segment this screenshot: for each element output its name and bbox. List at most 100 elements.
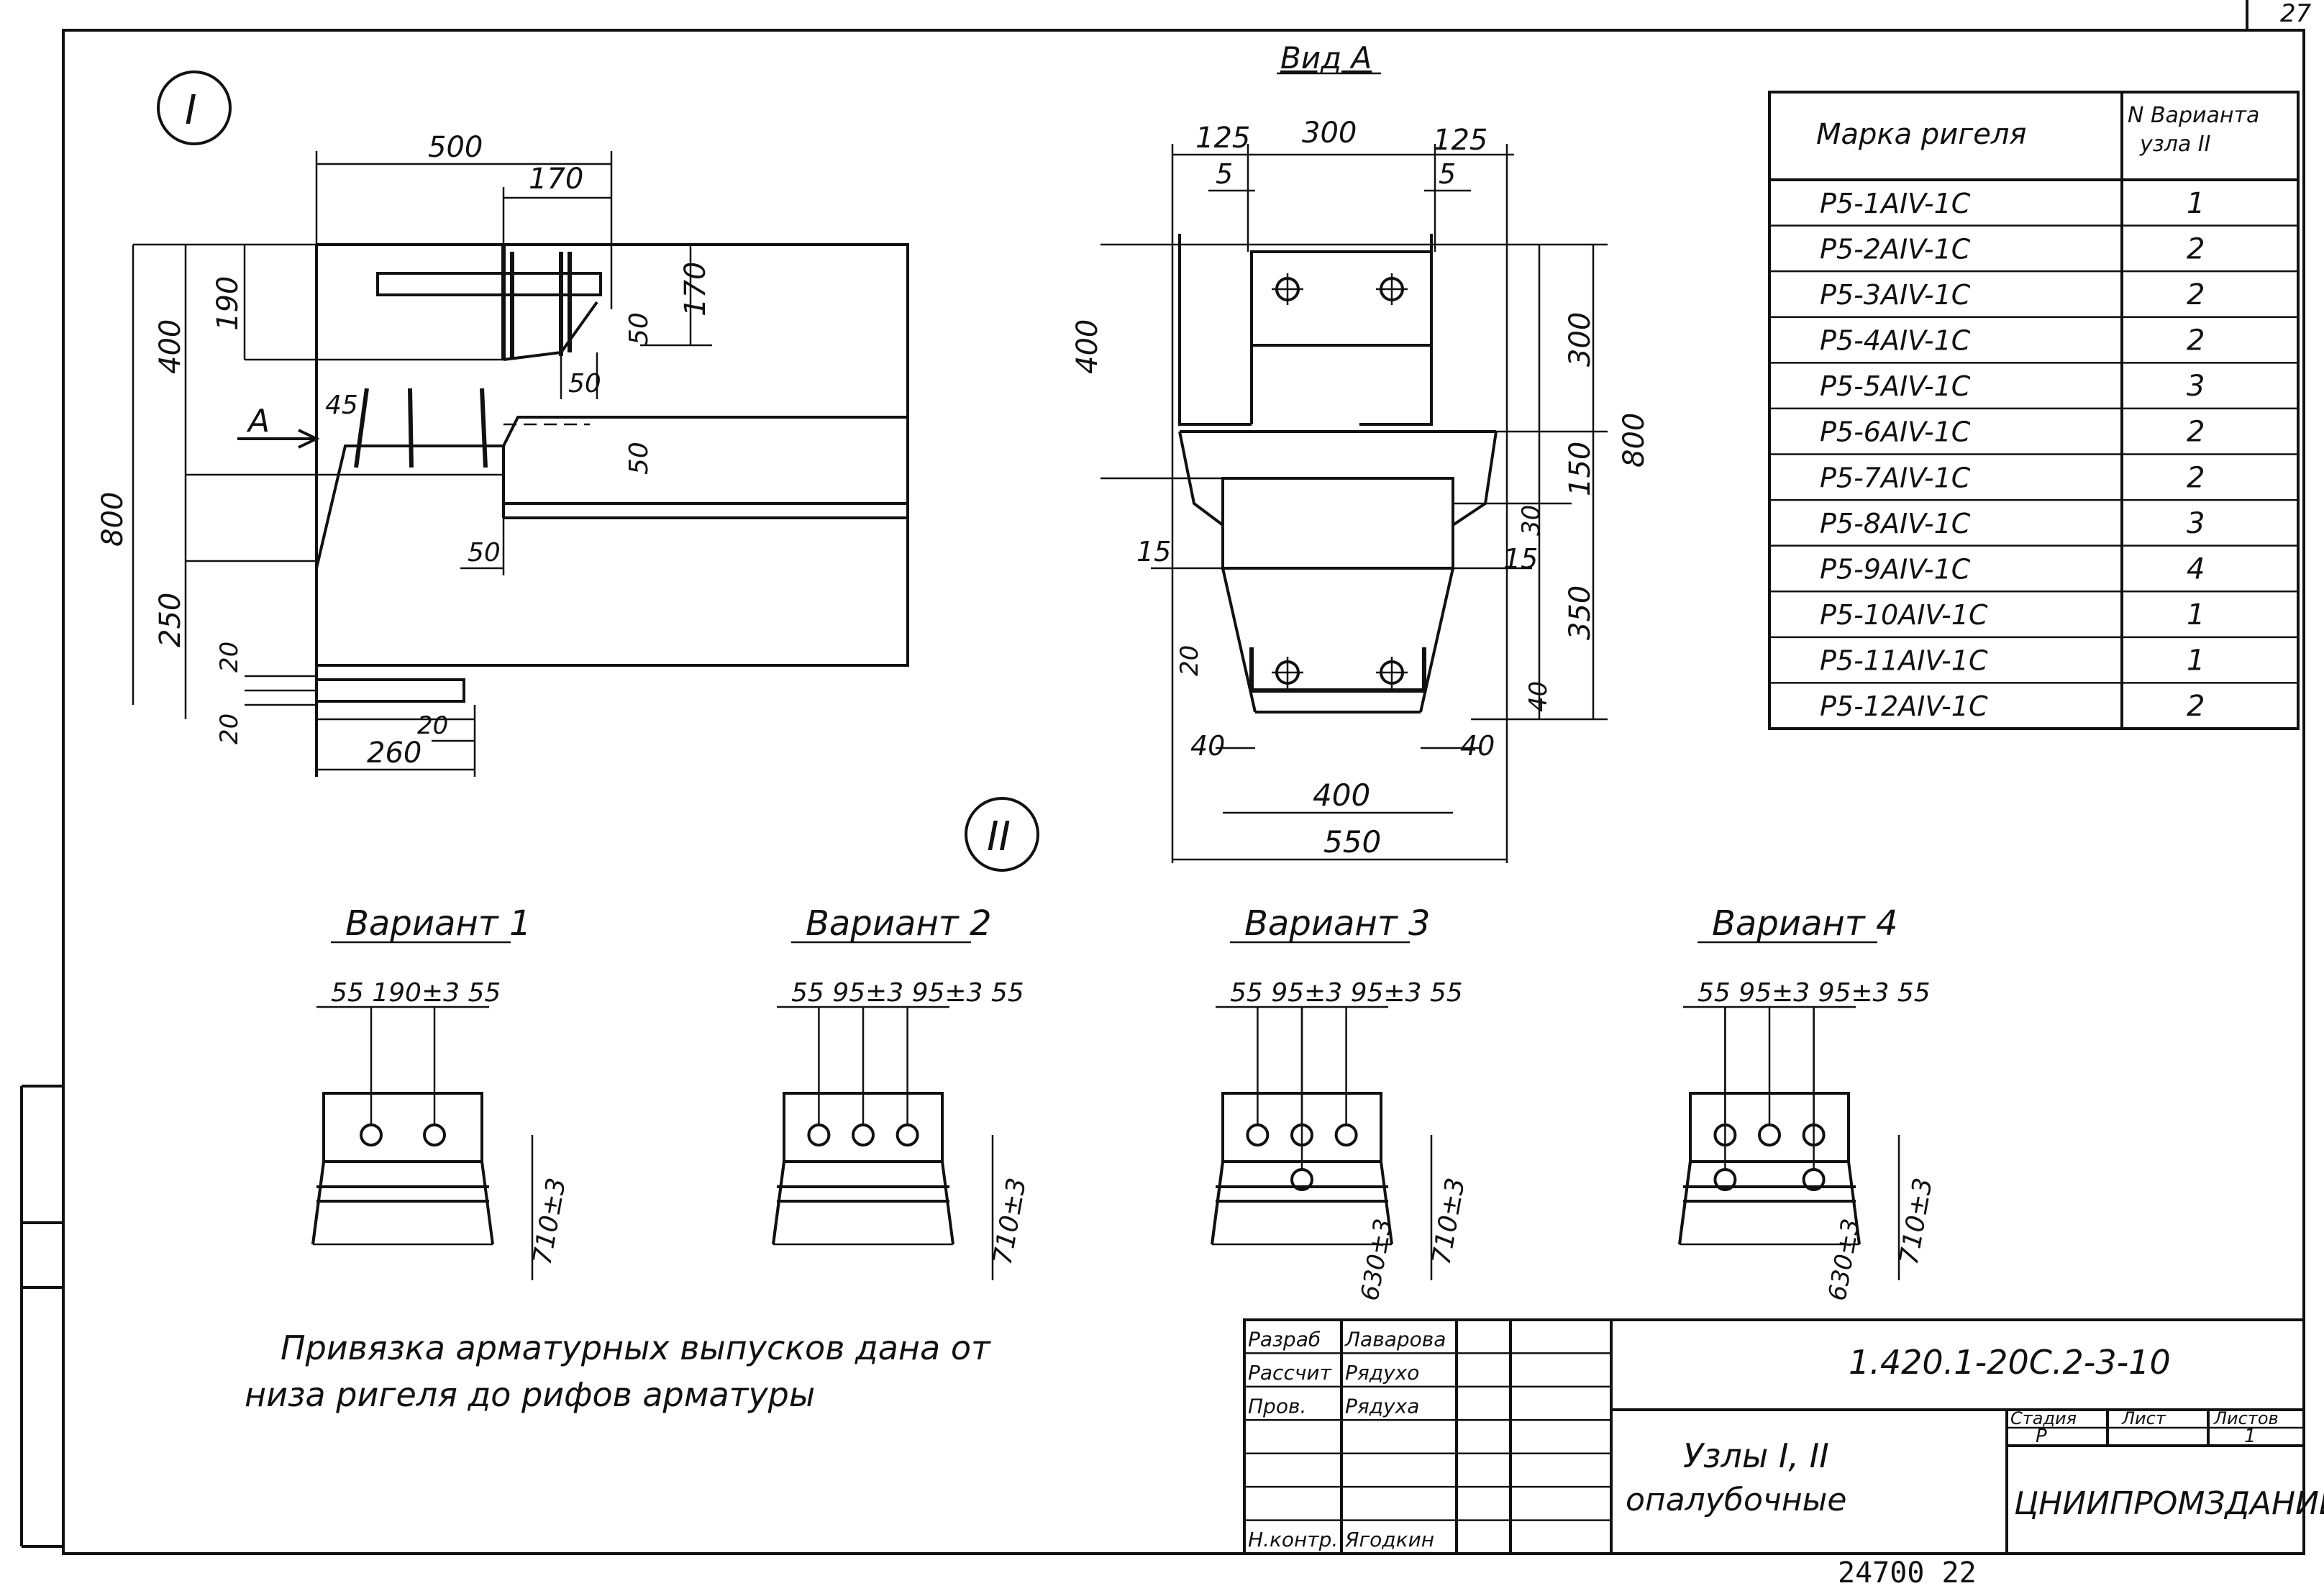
drawing-title-2: опалубочные xyxy=(1626,1482,1846,1518)
table-cell-mark: Р5-8АIV-1С xyxy=(1820,508,1971,539)
stage-value: Р xyxy=(2036,1426,2047,1447)
svg-text:50: 50 xyxy=(468,538,501,567)
side-stamp xyxy=(20,1085,63,1548)
svg-text:40: 40 xyxy=(1190,730,1225,762)
table-cell-variant: 4 xyxy=(2187,552,2205,585)
view-a-drawing xyxy=(1101,144,1608,863)
svg-text:I: I xyxy=(185,87,197,134)
view-a-title: Вид А xyxy=(1280,40,1372,76)
variant-dims: 55 95±3 95±3 55 xyxy=(1698,978,1931,1008)
svg-text:190: 190 xyxy=(211,276,245,331)
table-cell-variant: 2 xyxy=(2187,416,2205,449)
svg-text:170: 170 xyxy=(679,262,712,316)
variant-height: 710±3 xyxy=(527,1176,572,1267)
sheet-frame xyxy=(62,29,2305,1555)
table-cell-mark: Р5-2АIV-1С xyxy=(1820,233,1971,265)
table-cell-variant: 1 xyxy=(2187,598,2205,632)
node-1-dimensions: 500 170 190 400 170 50 50 45 50 50 800 2… xyxy=(96,131,712,770)
svg-text:20: 20 xyxy=(215,714,244,744)
sheets-value: 1 xyxy=(2244,1426,2256,1447)
table-cell-variant: 3 xyxy=(2187,370,2205,403)
table-cell-mark: Р5-11АIV-1С xyxy=(1820,645,1988,677)
svg-text:20: 20 xyxy=(417,711,448,740)
variant-height-extra: 630±3 xyxy=(1355,1216,1398,1303)
variants-table xyxy=(1768,91,2300,730)
tb-name: Рядуха xyxy=(1345,1394,1419,1418)
svg-text:400: 400 xyxy=(1313,778,1370,813)
table-cell-variant: 2 xyxy=(2187,461,2205,494)
variant-title: Вариант 3 xyxy=(1244,903,1431,944)
table-cell-mark: Р5-3АIV-1С xyxy=(1820,279,1971,311)
svg-text:150: 150 xyxy=(1564,442,1597,496)
svg-text:5: 5 xyxy=(1216,158,1233,190)
table-cell-mark: Р5-9АIV-1С xyxy=(1820,553,1971,585)
table-header-variant: N Варианта узла II xyxy=(2128,103,2266,157)
svg-text:50: 50 xyxy=(624,442,654,475)
node-2-label: II xyxy=(965,797,1039,872)
table-cell-variant: 2 xyxy=(2187,278,2205,311)
node-1-label: I xyxy=(157,70,232,145)
table-header-variant-line1: N Варианта xyxy=(2128,103,2259,128)
table-cell-variant: 1 xyxy=(2187,187,2205,220)
variant-title: Вариант 4 xyxy=(1712,903,1898,944)
svg-text:300: 300 xyxy=(1564,312,1597,367)
variant-height: 710±3 xyxy=(1894,1176,1938,1267)
variant-1: Вариант 1 55 190±3 55 710±3 xyxy=(311,903,572,1280)
svg-text:125: 125 xyxy=(1195,122,1250,155)
view-a-dimensions: 125 300 125 5 5 400 300 800 150 30 15 15… xyxy=(1071,117,1651,860)
table-cell-variant: 1 xyxy=(2187,644,2205,678)
svg-text:550: 550 xyxy=(1323,824,1381,860)
table-header-mark: Марка ригеля xyxy=(1816,118,2026,151)
tb-name: Ягодкин xyxy=(1344,1528,1434,1551)
page-corner-number: 27 xyxy=(2280,0,2312,28)
svg-text:15: 15 xyxy=(1136,536,1171,567)
variant-dims: 55 95±3 95±3 55 xyxy=(1230,978,1463,1008)
variant-title: Вариант 1 xyxy=(345,903,532,944)
svg-text:170: 170 xyxy=(529,163,583,196)
svg-text:800: 800 xyxy=(96,492,129,547)
variant-height-extra: 630±3 xyxy=(1823,1216,1865,1303)
svg-text:15: 15 xyxy=(1503,543,1538,575)
svg-text:45: 45 xyxy=(325,391,358,420)
svg-text:5: 5 xyxy=(1439,158,1456,190)
svg-text:40: 40 xyxy=(1460,730,1495,762)
variant-dims: 55 190±3 55 xyxy=(331,978,501,1008)
tb-role: Н.контр. xyxy=(1248,1528,1338,1551)
svg-text:20: 20 xyxy=(1175,645,1204,676)
tb-role: Рассчит xyxy=(1248,1361,1332,1385)
table-cell-variant: 2 xyxy=(2187,232,2205,265)
svg-text:II: II xyxy=(987,813,1011,860)
tb-role: Пров. xyxy=(1248,1394,1306,1418)
variant-height: 710±3 xyxy=(988,1176,1032,1267)
svg-text:350: 350 xyxy=(1564,585,1597,640)
note-line-1: Привязка арматурных выпусков дана от xyxy=(281,1328,991,1367)
svg-text:20: 20 xyxy=(215,642,244,673)
svg-text:800: 800 xyxy=(1618,413,1651,468)
svg-text:30: 30 xyxy=(1517,505,1546,536)
table-cell-mark: Р5-10АIV-1С xyxy=(1820,599,1988,631)
svg-text:250: 250 xyxy=(154,593,187,647)
table-cell-mark: Р5-12АIV-1С xyxy=(1820,690,1988,722)
node-1-drawing xyxy=(132,151,909,777)
table-cell-mark: Р5-4АIV-1С xyxy=(1820,325,1971,357)
table-cell-mark: Р5-1АIV-1С xyxy=(1820,188,1971,219)
svg-text:50: 50 xyxy=(624,312,654,345)
drawing-title-1: Узлы I, II xyxy=(1683,1436,1829,1475)
svg-text:125: 125 xyxy=(1433,124,1487,157)
svg-text:260: 260 xyxy=(367,737,421,770)
table-header-variant-line2: узла II xyxy=(2139,132,2211,157)
organization: ЦНИИПРОМЗДАНИЙ xyxy=(2014,1484,2324,1522)
table-cell-variant: 3 xyxy=(2187,507,2205,540)
tb-role: Разраб xyxy=(1248,1327,1321,1351)
svg-text:400: 400 xyxy=(1071,319,1104,374)
variant-dims: 55 95±3 95±3 55 xyxy=(791,978,1024,1008)
table-cell-mark: Р5-7АIV-1С xyxy=(1820,462,1971,493)
table-cell-mark: Р5-5АIV-1С xyxy=(1820,370,1971,402)
table-cell-variant: 2 xyxy=(2187,324,2205,357)
